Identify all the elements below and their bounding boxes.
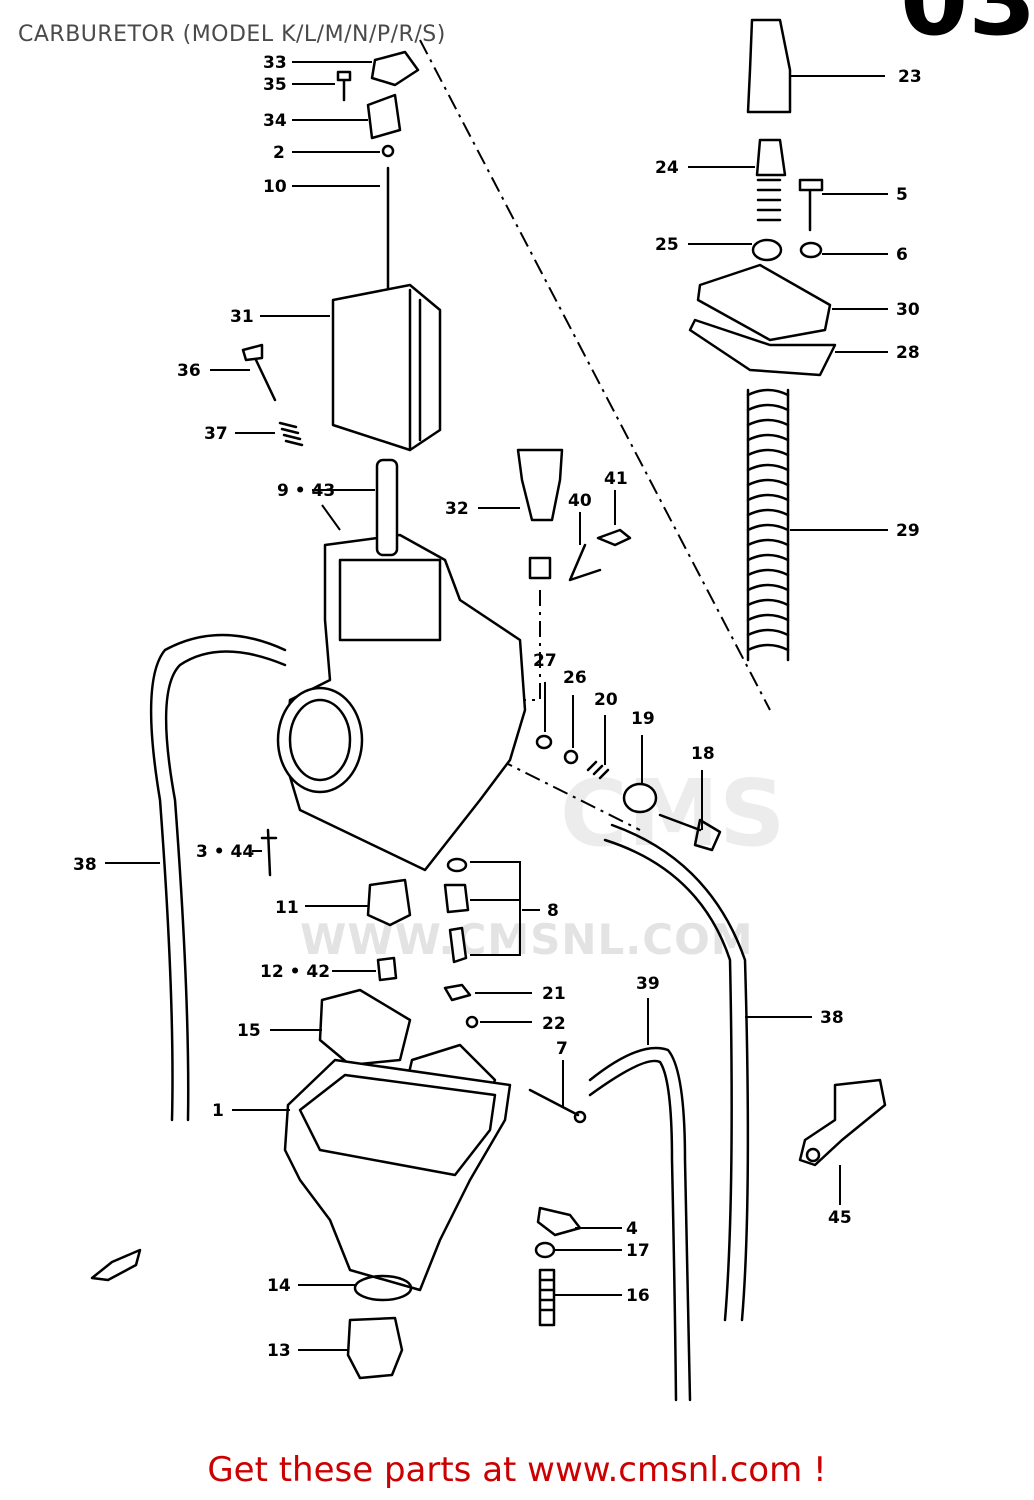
callout-12-42: 12 • 42 (260, 962, 330, 982)
part-pilot-jet-tube (375, 458, 399, 557)
part-float-needle-8 (448, 926, 468, 964)
part-throttle-valve (331, 283, 442, 452)
callout-35: 35 (263, 75, 287, 95)
part-float-bowl-1 (283, 1058, 512, 1292)
callout-5: 5 (896, 185, 908, 205)
callout-45: 45 (828, 1208, 852, 1228)
callout-10: 10 (263, 177, 287, 197)
part-bolt-16 (538, 1268, 556, 1327)
part-hose-clamp-45 (798, 1078, 887, 1167)
callout-23: 23 (898, 67, 922, 87)
part-drain-hose-39 (588, 1046, 692, 1402)
leader-lines (105, 61, 888, 1351)
section-number: 03 (900, 0, 1034, 58)
callout-36: 36 (177, 361, 201, 381)
part-screw-41 (596, 528, 632, 547)
callout-26: 26 (563, 668, 587, 688)
part-screw-35 (336, 70, 352, 102)
part-nut-25 (751, 238, 783, 262)
callout-30: 30 (896, 300, 920, 320)
callout-41: 41 (604, 469, 628, 489)
watermark-url: WWW.CMSNL.COM (300, 915, 754, 964)
callout-11: 11 (275, 898, 299, 918)
part-intake-bore (276, 686, 364, 794)
front-direction-arrow-icon (90, 1248, 142, 1282)
part-oring-14 (353, 1274, 413, 1302)
part-carb-body (283, 533, 527, 872)
part-air-screw (241, 343, 277, 402)
part-screw-3 (260, 828, 278, 877)
part-idle-screw-18 (658, 813, 722, 852)
part-clip-2 (381, 144, 395, 158)
alignment-line-throttle (419, 39, 771, 711)
part-float-15 (318, 988, 412, 1067)
part-screw-5 (798, 178, 824, 232)
callout-38-left: 38 (73, 855, 97, 875)
callout-29: 29 (896, 521, 920, 541)
callout-4: 4 (626, 1219, 638, 1239)
callout-20: 20 (594, 690, 618, 710)
part-top-cover-30 (696, 263, 832, 342)
callout-37: 37 (204, 424, 228, 444)
callout-27: 27 (533, 651, 557, 671)
callout-34: 34 (263, 111, 287, 131)
callout-3-44: 3 • 44 (196, 842, 254, 862)
callout-8: 8 (547, 901, 559, 921)
page-title: CARBURETOR (MODEL K/L/M/N/P/R/S) (18, 22, 446, 47)
callout-28: 28 (896, 343, 920, 363)
part-cable-adjuster (366, 93, 402, 140)
part-vent-hose-left (149, 633, 287, 1122)
callout-21: 21 (542, 984, 566, 1004)
callout-2: 2 (273, 143, 285, 163)
footer-link[interactable]: Get these parts at www.cmsnl.com ! (207, 1450, 827, 1490)
part-float-pin-clip-21 (443, 983, 472, 1002)
callout-22: 22 (542, 1014, 566, 1034)
part-air-screw-spring (278, 421, 304, 447)
part-washer-17 (534, 1241, 556, 1259)
callout-6: 6 (896, 245, 908, 265)
callout-24: 24 (655, 158, 679, 178)
part-washer-19 (622, 782, 658, 814)
part-bracket-4 (536, 1206, 582, 1237)
callout-25: 25 (655, 235, 679, 255)
callout-13: 13 (267, 1341, 291, 1361)
part-oring-8a (446, 857, 468, 873)
part-valve-seat-8 (443, 883, 470, 914)
part-cap-plate (370, 50, 420, 87)
callout-32: 32 (445, 499, 469, 519)
part-gasket-28 (688, 318, 837, 377)
callout-14: 14 (267, 1276, 291, 1296)
callout-15: 15 (237, 1021, 261, 1041)
part-washer-6 (799, 241, 823, 259)
part-spring-29 (746, 388, 790, 662)
callout-1: 1 (212, 1101, 224, 1121)
part-starter-plunger (516, 448, 564, 522)
callout-31: 31 (230, 307, 254, 327)
watermark-logo: CMS (560, 760, 786, 867)
part-main-jet-12 (376, 956, 398, 982)
callout-39: 39 (636, 974, 660, 994)
callout-9-43: 9 • 43 (277, 481, 335, 501)
part-washer-26 (563, 749, 579, 765)
callout-38-right: 38 (820, 1008, 844, 1028)
callout-33: 33 (263, 53, 287, 73)
part-pin-7 (528, 1088, 580, 1117)
callout-16: 16 (626, 1286, 650, 1306)
callout-17: 17 (626, 1241, 650, 1261)
callout-18: 18 (691, 744, 715, 764)
callout-19: 19 (631, 709, 655, 729)
callout-7: 7 (556, 1039, 568, 1059)
part-needle-jet-11 (366, 878, 412, 927)
part-rubber-cap-23 (746, 18, 792, 114)
part-screw-22 (465, 1015, 479, 1029)
part-spring-20 (586, 760, 610, 780)
callout-40: 40 (568, 491, 592, 511)
part-vent-hose-right (603, 838, 733, 1322)
part-drain-plug-13 (346, 1316, 404, 1380)
part-cable-adjuster-24 (755, 138, 787, 177)
part-bracket-40 (568, 543, 602, 582)
part-oring-27 (535, 734, 553, 750)
